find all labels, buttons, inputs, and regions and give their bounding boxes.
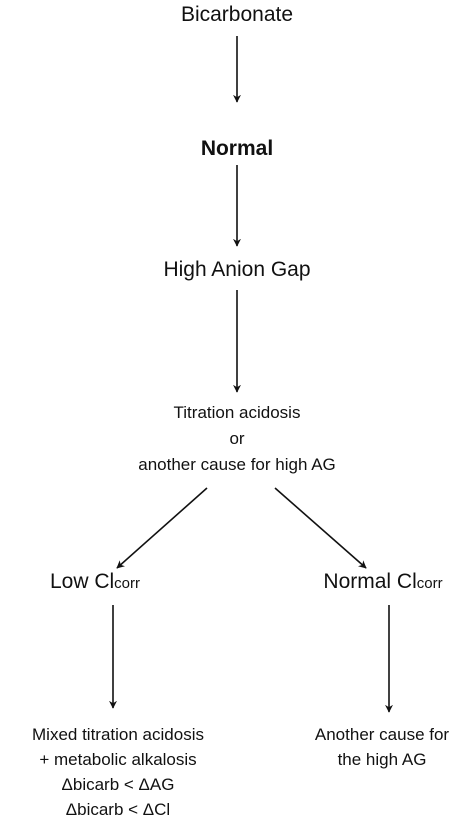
mixed-line-2: + metabolic alkalosis	[39, 750, 197, 769]
titration-line-3: another cause for high AG	[138, 455, 336, 474]
node-high-anion-gap: High Anion Gap	[0, 258, 474, 283]
arrow-titration-to-low-cl	[116, 487, 208, 569]
normal-cl-main: Normal Cl	[323, 570, 417, 593]
arrow-titration-to-normal-cl	[274, 487, 367, 569]
node-low-cl-corr: Low Clcorr	[0, 570, 190, 595]
low-cl-main: Low Cl	[49, 570, 115, 593]
titration-line-1: Titration acidosis	[173, 403, 301, 422]
mixed-line-3: Δbicarb < ΔAG	[61, 775, 175, 794]
node-mixed-titration: Mixed titration acidosis + metabolic alk…	[0, 722, 236, 822]
node-bicarbonate-label: Bicarbonate	[180, 3, 294, 26]
node-normal-label: Normal	[200, 137, 274, 160]
node-another-cause: Another cause for the high AG	[290, 722, 474, 772]
mixed-line-4: Δbicarb < ΔCl	[65, 800, 171, 819]
another-line-2: the high AG	[337, 750, 427, 769]
node-bicarbonate: Bicarbonate	[0, 3, 474, 28]
another-line-1: Another cause for	[314, 725, 450, 744]
low-cl-subscript: corr	[114, 575, 141, 592]
node-titration-acidosis: Titration acidosis or another cause for …	[0, 400, 474, 478]
titration-line-2: or	[229, 429, 245, 448]
normal-cl-subscript: corr	[416, 575, 443, 592]
node-normal: Normal	[0, 137, 474, 162]
node-normal-cl-corr: Normal Clcorr	[292, 570, 474, 595]
mixed-line-1: Mixed titration acidosis	[32, 725, 204, 744]
node-high-anion-gap-label: High Anion Gap	[163, 258, 311, 281]
